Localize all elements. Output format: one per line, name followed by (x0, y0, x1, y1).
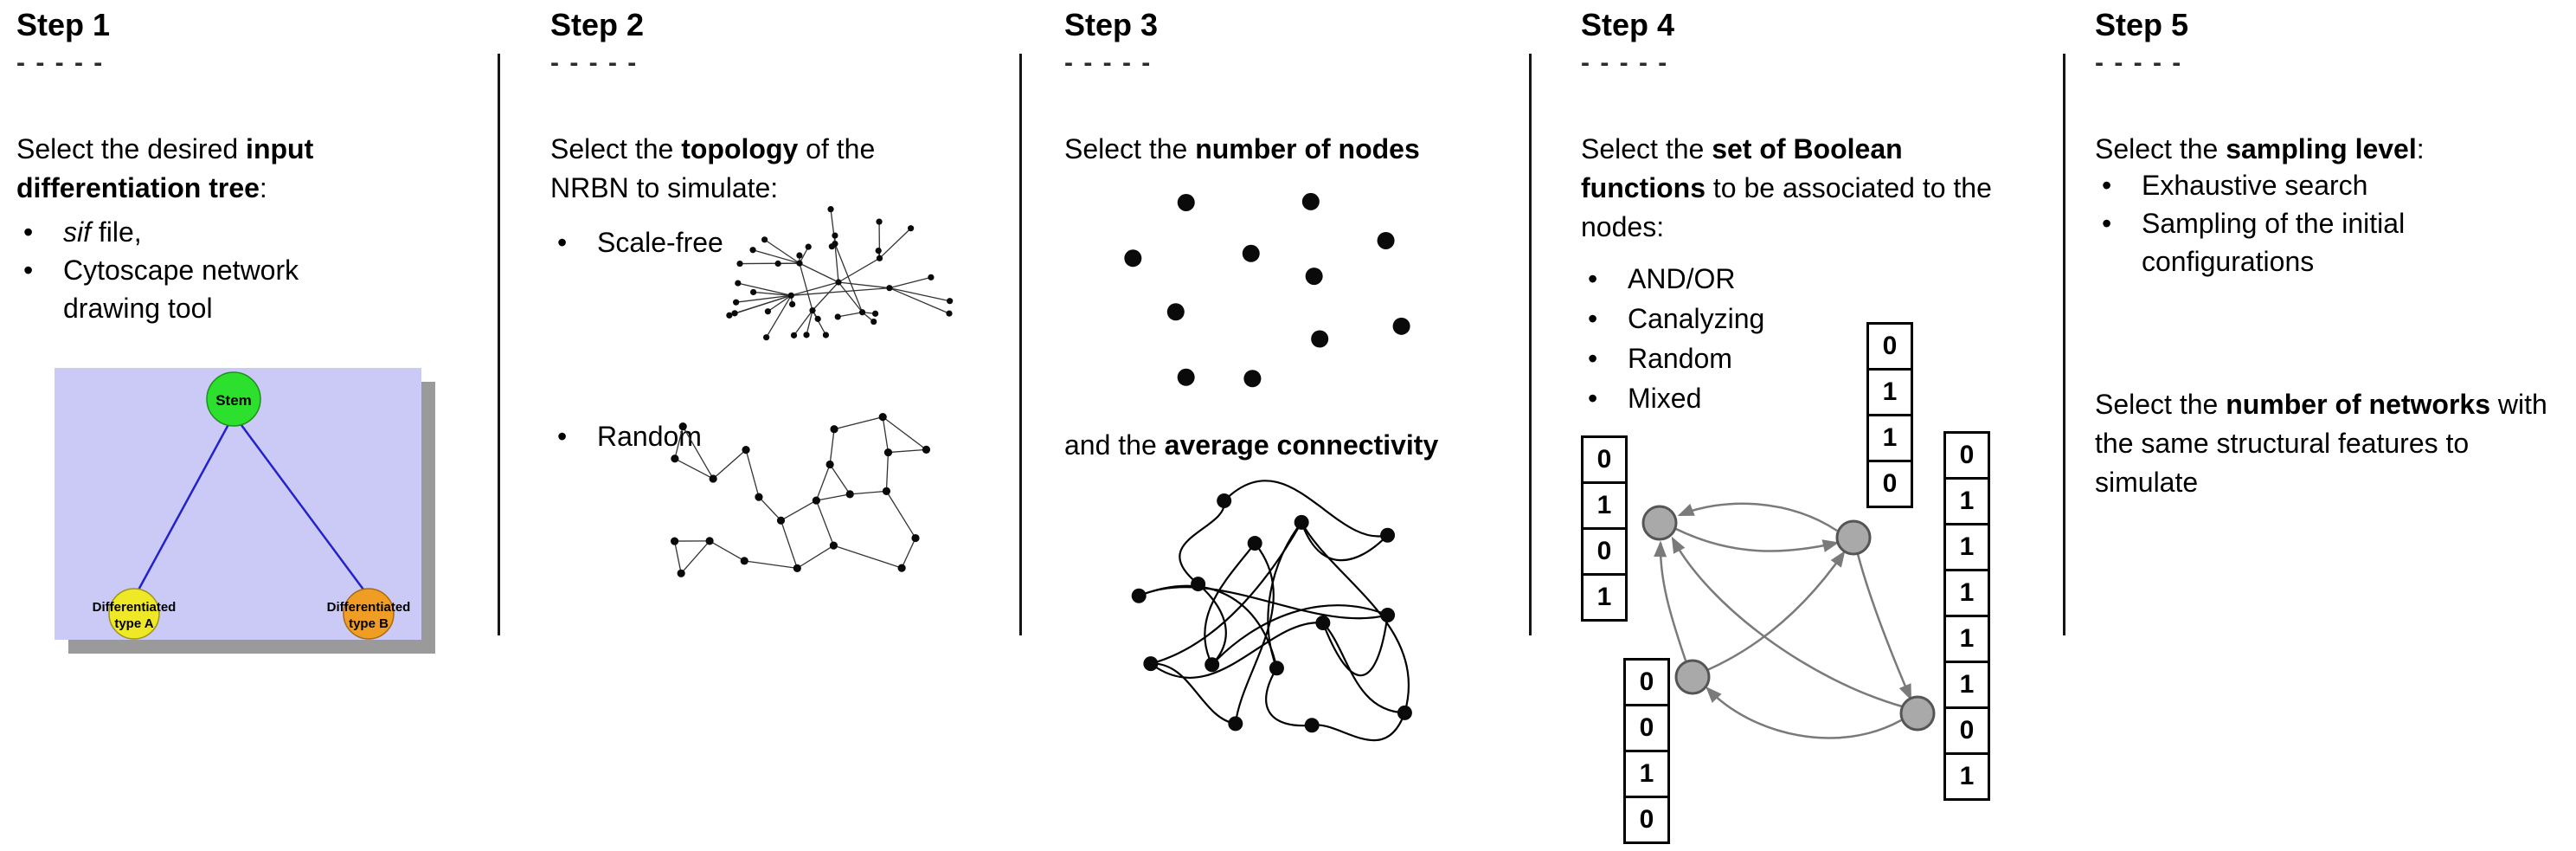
step-3-instruction-nodes: Select the number of nodes (1064, 133, 1420, 164)
differentiated-type-b-node (343, 588, 395, 640)
step-4-bullet-mixed: Mixed (1581, 379, 1892, 417)
bullet-text: Canalyzing (1628, 303, 1765, 334)
truth-table-cell: 0 (1623, 704, 1670, 752)
bullet-text: Exhaustive search (2142, 170, 2368, 201)
bullet-text: AND/OR (1628, 263, 1736, 294)
boolean-node-4 (1899, 695, 1936, 732)
arrow-n2-to-n1 (1677, 502, 1838, 532)
arrow-n3-to-n1 (1654, 540, 1687, 661)
type-b-label-line2: type B (349, 616, 389, 631)
boolean-node-2 (1835, 519, 1872, 556)
boolean-node-1 (1641, 505, 1678, 541)
truth-table-cell: 0 (1866, 460, 1913, 508)
boolean-node-3 (1674, 659, 1711, 695)
arrow-n2-to-n4 (1856, 553, 1912, 701)
truth-table-cell: 0 (1623, 658, 1670, 706)
stem-label: Stem (215, 392, 252, 409)
step-1-bullet-cytoscape: Cytoscape network drawing tool (16, 251, 389, 327)
bullet-text: sif file, (63, 216, 142, 248)
step-2-bullet-scale-free: Scale-free (550, 223, 810, 261)
truth-table-cell: 0 (1866, 322, 1913, 371)
truth-table-cell: 1 (1943, 569, 1990, 617)
step-3-column: Step 3 - - - - - Select the number of no… (1064, 0, 1532, 851)
step-1-instruction: Select the desired input differentiation… (16, 133, 314, 203)
truth-table-cell: 0 (1943, 431, 1990, 480)
step-4-bullet-and-or: AND/OR (1581, 260, 1892, 298)
truth-table-cell: 1 (1943, 523, 1990, 571)
truth-table-cell: 1 (1943, 752, 1990, 801)
type-a-label-line2: type A (114, 616, 153, 631)
average-connectivity-figure (1131, 480, 1412, 742)
step-4-bullet-canalyzing: Canalyzing (1581, 300, 1892, 338)
step-5-bullet-exhaustive: Exhaustive search (2095, 166, 2510, 204)
differentiation-tree-figure: Stem Differentiated type A Differentiate… (55, 368, 435, 654)
truth-table-cell: 0 (1581, 435, 1628, 484)
step-2-instruction: Select the topology of the NRBN to simul… (550, 133, 876, 203)
step-5-dashes: - - - - - (2095, 48, 2183, 77)
bullet-text: Cytoscape network drawing tool (63, 255, 299, 324)
step-3-dashes: - - - - - (1064, 48, 1153, 77)
truth-table-cell: 0 (1581, 527, 1628, 576)
tree-edge-a (135, 417, 234, 594)
step-2-column: Step 2 - - - - - Select the topology of … (550, 0, 1018, 851)
step-1-title: Step 1 (16, 7, 111, 42)
arrow-n3-to-n2 (1706, 550, 1846, 672)
step-4-dashes: - - - - - (1581, 48, 1669, 77)
step-5-title: Step 5 (2095, 7, 2189, 42)
truth-table-cell: 1 (1866, 414, 1913, 462)
nodes-dots-figure (1124, 192, 1410, 388)
truth-table-cell: 1 (1581, 573, 1628, 622)
step-1-bullet-sif-file: sif file, (16, 213, 389, 251)
differentiated-type-a-node (108, 588, 160, 640)
tree-edge-b (234, 417, 368, 594)
divider-4 (2063, 54, 2065, 635)
step-5-instruction: Select the sampling level: (2095, 133, 2425, 164)
type-a-label-line1: Differentiated (93, 600, 177, 615)
divider-3 (1529, 54, 1532, 635)
step-4-title: Step 4 (1581, 7, 1675, 42)
divider-1 (498, 54, 500, 635)
truth-table-cell: 1 (1943, 615, 1990, 663)
step-2-title: Step 2 (550, 7, 645, 42)
arrow-n4-to-n3 (1706, 687, 1902, 739)
step-5-column: Step 5 - - - - - Select the sampling lev… (2095, 0, 2576, 851)
step-3-title: Step 3 (1064, 7, 1159, 42)
step-1-dashes: - - - - - (16, 48, 105, 77)
bullet-text: Sampling of the initial configurations (2142, 208, 2406, 277)
truth-table-cell: 1 (1943, 477, 1990, 525)
step-1-column: Step 1 - - - - - Select the desired inpu… (16, 0, 491, 851)
random-network-figure (671, 413, 931, 577)
step-5-instruction-networks: Select the number of networks with the s… (2095, 389, 2547, 498)
divider-2 (1019, 54, 1022, 635)
step-4-instruction: Select the set of Boolean functions to b… (1581, 133, 1992, 242)
truth-table-cell: 0 (1943, 706, 1990, 755)
step-4-bullet-random: Random (1581, 339, 1892, 377)
arrow-n4-to-n1 (1671, 536, 1903, 708)
stem-node (206, 371, 261, 427)
bullet-text: Scale-free (597, 227, 723, 258)
step-3-instruction-connectivity: and the average connectivity (1064, 429, 1439, 461)
truth-table-cell: 1 (1623, 750, 1670, 798)
type-b-label-line1: Differentiated (327, 600, 411, 615)
step-5-bullet-sampling: Sampling of the initial configurations (2095, 204, 2510, 280)
step-4-column: Step 4 - - - - - Select the set of Boole… (1581, 0, 2065, 851)
truth-table-cell: 1 (1943, 661, 1990, 709)
truth-table-cell: 0 (1623, 796, 1670, 844)
step-2-dashes: - - - - - (550, 48, 639, 77)
bullet-text: Mixed (1628, 383, 1702, 414)
bullet-text: Random (1628, 343, 1732, 374)
arrow-n1-to-n2 (1675, 527, 1840, 552)
truth-table-cell: 1 (1581, 481, 1628, 530)
boolean-network-figure (1641, 502, 1936, 739)
truth-table-cell: 1 (1866, 368, 1913, 416)
scale-free-network-figure (726, 206, 954, 341)
